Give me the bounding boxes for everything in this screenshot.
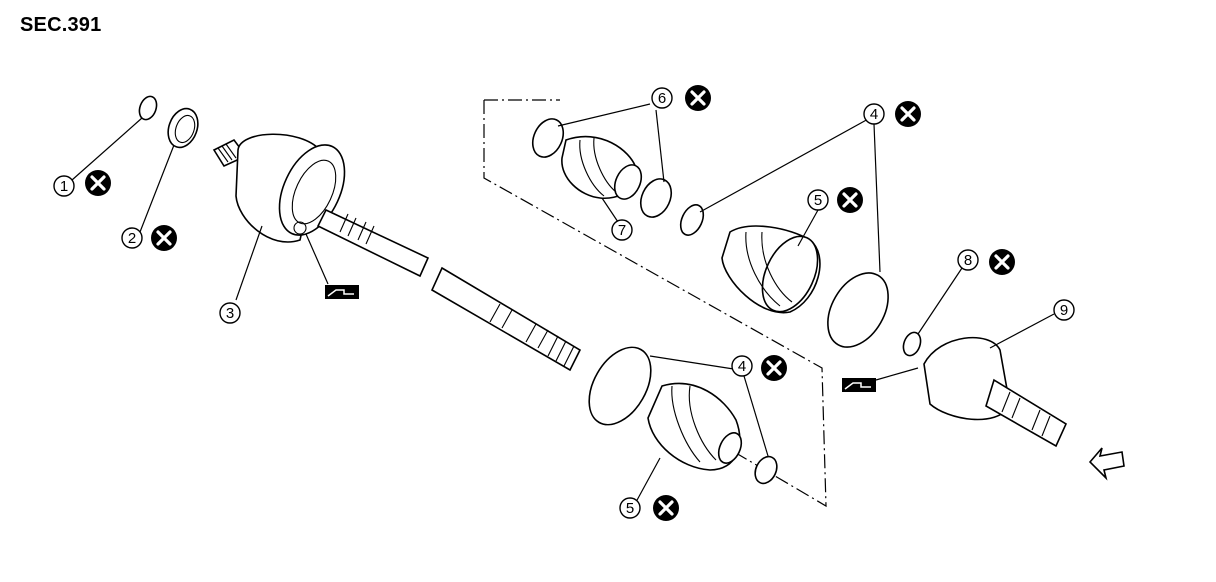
boot-inner-part <box>561 135 643 200</box>
slide-joint-housing-part <box>212 133 346 243</box>
x-circle-icon <box>761 355 787 381</box>
boot-band-small-part <box>531 118 673 218</box>
x-circle-icon <box>989 249 1015 275</box>
callout-2: 2 <box>121 225 177 251</box>
boot-upper-part <box>721 225 821 314</box>
callout-7: 7 <box>611 219 633 241</box>
dust-shield-part <box>167 107 199 149</box>
boot-band-upper-part <box>679 204 889 348</box>
callout-4-upper: 4 <box>863 101 921 127</box>
callout-9: 9 <box>1053 299 1075 321</box>
callout-6: 6 <box>651 85 711 111</box>
section-title: SEC.391 <box>20 14 102 36</box>
x-circle-icon <box>685 85 711 111</box>
vehicle-front-arrow-icon <box>1088 447 1125 481</box>
x-circle-icon <box>837 187 863 213</box>
boot-band-lower-part <box>588 346 778 485</box>
x-circle-icon <box>653 495 679 521</box>
circlip-part <box>138 95 158 121</box>
grease-application-icon <box>325 285 359 299</box>
svg-text:1: 1 <box>60 178 68 195</box>
svg-text:7: 7 <box>618 222 626 239</box>
callout-8: 8 <box>957 249 1015 275</box>
svg-text:5: 5 <box>814 192 822 209</box>
svg-text:2: 2 <box>128 230 136 247</box>
x-circle-icon <box>895 101 921 127</box>
svg-text:8: 8 <box>964 252 972 269</box>
svg-text:3: 3 <box>226 305 234 322</box>
drive-shaft-part <box>316 208 430 278</box>
boot-kit-boundary <box>483 100 827 508</box>
callout-3: 3 <box>219 302 241 324</box>
callout-1: 1 <box>53 170 111 197</box>
x-circle-icon <box>151 225 177 251</box>
callout-4-lower: 4 <box>731 355 787 381</box>
svg-text:6: 6 <box>658 90 666 107</box>
boot-lower-part <box>647 382 743 471</box>
drive-shaft-outer-part <box>430 266 582 372</box>
callout-5-upper: 5 <box>807 187 863 213</box>
joint-sub-assembly-part <box>923 336 1068 448</box>
grease-application-icon-2 <box>842 378 876 392</box>
svg-text:5: 5 <box>626 500 634 517</box>
svg-text:9: 9 <box>1060 302 1068 319</box>
x-circle-icon <box>85 170 111 196</box>
circular-clip-part <box>902 331 922 357</box>
svg-text:4: 4 <box>738 358 746 375</box>
svg-text:4: 4 <box>870 106 878 123</box>
callout-5-lower: 5 <box>619 495 679 521</box>
